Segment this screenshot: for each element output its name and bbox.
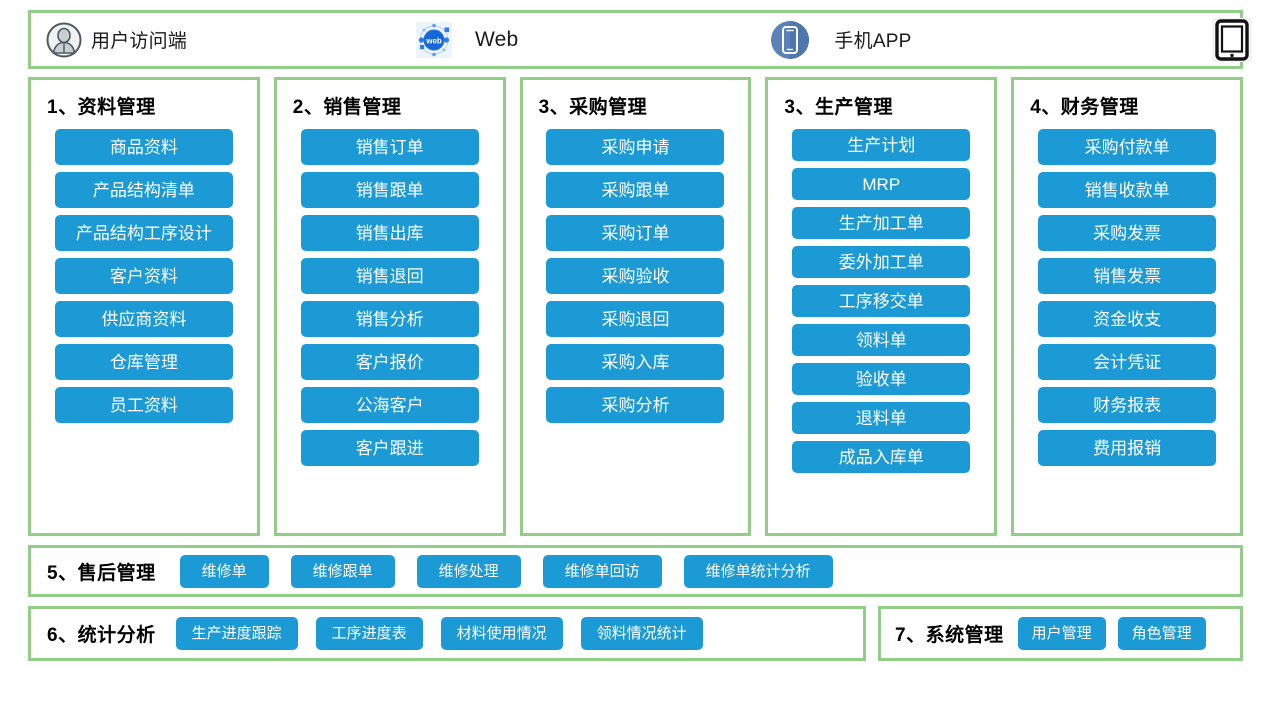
module-button[interactable]: 公海客户	[300, 387, 479, 423]
aftersales-button[interactable]: 维修单统计分析	[683, 554, 833, 588]
module-button[interactable]: 供应商资料	[54, 301, 233, 337]
module-button[interactable]: 商品资料	[54, 129, 233, 165]
aftersales-button[interactable]: 维修单回访	[542, 554, 662, 588]
module-button[interactable]: 销售发票	[1038, 258, 1217, 294]
system-button[interactable]: 角色管理	[1117, 617, 1206, 650]
module-column-purchase-management: 3、采购管理 采购申请 采购跟单 采购订单 采购验收 采购退回 采购入库 采购分…	[519, 77, 752, 536]
module-button[interactable]: 销售跟单	[300, 172, 479, 208]
module-button[interactable]: 采购分析	[546, 387, 725, 423]
module-button[interactable]: 客户报价	[300, 344, 479, 380]
module-button[interactable]: 采购发票	[1038, 215, 1217, 251]
column-title: 3、采购管理	[538, 97, 648, 118]
module-button[interactable]: 采购退回	[546, 301, 725, 337]
aftersales-management-row: 5、售后管理 维修单 维修跟单 维修处理 维修单回访 维修单统计分析	[28, 545, 1243, 597]
module-button[interactable]: 会计凭证	[1038, 344, 1217, 380]
access-item-mobile-app[interactable]: 手机APP	[768, 13, 911, 66]
module-button[interactable]: 客户跟进	[300, 430, 479, 466]
column-button-list: 生产计划 MRP 生产加工单 委外加工单 工序移交单 领料单 验收单 退料单 成…	[782, 129, 980, 473]
tablet-icon	[1211, 17, 1253, 63]
statistics-analysis-panel: 6、统计分析 生产进度跟踪 工序进度表 材料使用情况 领料情况统计	[28, 606, 866, 661]
module-button[interactable]: 销售退回	[300, 258, 479, 294]
module-button[interactable]: 采购入库	[546, 344, 725, 380]
aftersales-button[interactable]: 维修跟单	[290, 554, 395, 588]
column-button-list: 采购付款单 销售收款单 采购发票 销售发票 资金收支 会计凭证 财务报表 费用报…	[1028, 129, 1226, 466]
column-title: 4、财务管理	[1030, 97, 1139, 118]
module-column-data-management: 1、资料管理 商品资料 产品结构清单 产品结构工序设计 客户资料 供应商资料 仓…	[28, 77, 260, 536]
row-title: 5、售后管理	[47, 562, 156, 584]
statistics-button[interactable]: 领料情况统计	[580, 617, 703, 650]
user-circle-icon	[45, 21, 83, 59]
module-button[interactable]: 退料单	[792, 402, 971, 434]
access-item-user-terminal[interactable]: 用户访问端	[45, 13, 187, 66]
mobile-phone-icon	[768, 18, 812, 62]
bottom-split-row: 6、统计分析 生产进度跟踪 工序进度表 材料使用情况 领料情况统计 7、系统管理…	[28, 606, 1243, 661]
system-button[interactable]: 用户管理	[1017, 617, 1106, 650]
module-button[interactable]: 采购验收	[546, 258, 725, 294]
module-button[interactable]: 仓库管理	[54, 344, 233, 380]
module-button[interactable]: 验收单	[792, 363, 971, 395]
module-button[interactable]: 成品入库单	[792, 441, 971, 473]
module-button[interactable]: 生产加工单	[792, 207, 971, 239]
statistics-button[interactable]: 生产进度跟踪	[175, 617, 298, 650]
row-title: 6、统计分析	[47, 625, 156, 646]
module-button[interactable]: 财务报表	[1038, 387, 1217, 423]
module-button[interactable]: 销售订单	[300, 129, 479, 165]
column-title: 2、销售管理	[292, 97, 402, 118]
module-button[interactable]: 产品结构工序设计	[54, 215, 233, 251]
access-item-label: IPad	[1269, 28, 1271, 52]
access-item-label: Web	[475, 27, 519, 51]
module-column-sales-management: 2、销售管理 销售订单 销售跟单 销售出库 销售退回 销售分析 客户报价 公海客…	[273, 77, 506, 536]
module-button[interactable]: 销售出库	[300, 215, 479, 251]
row-title: 7、系统管理	[895, 625, 1004, 646]
svg-text:web: web	[425, 36, 442, 45]
column-title: 3、生产管理	[784, 97, 893, 118]
module-button[interactable]: 销售收款单	[1038, 172, 1217, 208]
system-management-panel: 7、系统管理 用户管理 角色管理	[878, 606, 1243, 661]
column-title: 1、资料管理	[47, 97, 156, 118]
module-button[interactable]: MRP	[792, 168, 971, 200]
aftersales-button[interactable]: 维修处理	[416, 554, 521, 588]
module-button[interactable]: 采购付款单	[1038, 129, 1217, 165]
module-column-finance-management: 4、财务管理 采购付款单 销售收款单 采购发票 销售发票 资金收支 会计凭证 财…	[1011, 77, 1243, 536]
statistics-button[interactable]: 工序进度表	[315, 617, 423, 650]
module-button[interactable]: 客户资料	[54, 258, 233, 294]
column-button-list: 销售订单 销售跟单 销售出库 销售退回 销售分析 客户报价 公海客户 客户跟进	[291, 129, 489, 466]
module-button[interactable]: 工序移交单	[792, 285, 971, 317]
module-button[interactable]: 委外加工单	[792, 246, 971, 278]
module-button[interactable]: 员工资料	[54, 387, 233, 423]
module-columns: 1、资料管理 商品资料 产品结构清单 产品结构工序设计 客户资料 供应商资料 仓…	[28, 77, 1243, 536]
statistics-button[interactable]: 材料使用情况	[440, 617, 563, 650]
access-item-label: 手机APP	[834, 31, 912, 52]
module-button[interactable]: 领料单	[792, 324, 971, 356]
module-column-production-management: 3、生产管理 生产计划 MRP 生产加工单 委外加工单 工序移交单 领料单 验收…	[765, 77, 998, 536]
aftersales-button[interactable]: 维修单	[179, 554, 269, 588]
access-item-web[interactable]: web Web	[415, 13, 518, 66]
module-button[interactable]: 生产计划	[792, 129, 971, 161]
access-terminal-bar: 用户访问端 web	[28, 10, 1271, 69]
column-button-list: 商品资料 产品结构清单 产品结构工序设计 客户资料 供应商资料 仓库管理 员工资…	[45, 129, 243, 423]
module-button[interactable]: 采购跟单	[546, 172, 725, 208]
column-button-list: 采购申请 采购跟单 采购订单 采购验收 采购退回 采购入库 采购分析	[537, 129, 735, 423]
module-button[interactable]: 采购订单	[546, 215, 725, 251]
module-button[interactable]: 资金收支	[1038, 301, 1217, 337]
module-button[interactable]: 费用报销	[1038, 430, 1217, 466]
module-button[interactable]: 采购申请	[546, 129, 725, 165]
access-item-ipad[interactable]: IPad	[1211, 13, 1271, 66]
access-item-label: 用户访问端	[91, 31, 188, 52]
module-button[interactable]: 产品结构清单	[54, 172, 233, 208]
module-button[interactable]: 销售分析	[300, 301, 479, 337]
web-globe-icon: web	[415, 21, 453, 59]
